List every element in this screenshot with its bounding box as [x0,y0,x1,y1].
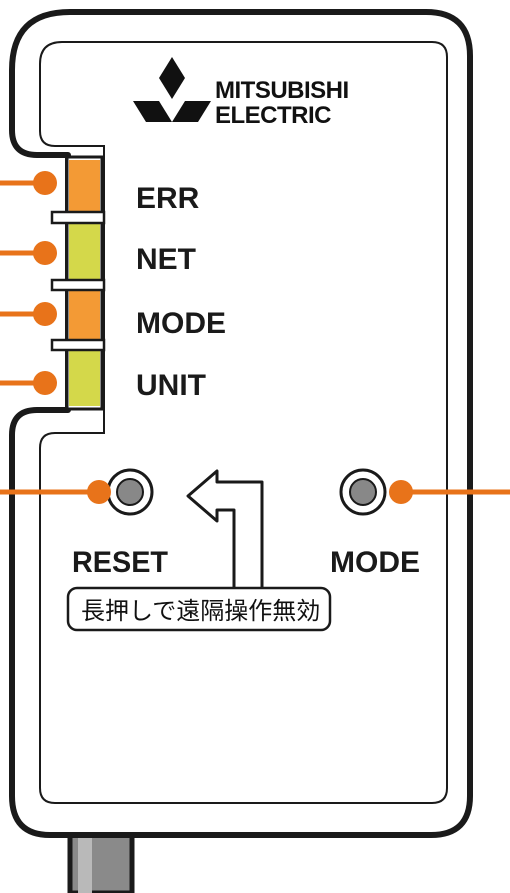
mode-pointer-dot [389,480,413,504]
device-inner-outline [39,41,448,804]
three-diamonds-icon [133,57,211,122]
hook-arrow-outline [186,469,264,616]
note-box [66,586,332,632]
led-separators [50,210,106,352]
led-label-unit: UNIT [136,369,206,402]
brand-line-2: ELECTRIC [215,102,331,129]
mode-button-label: MODE [330,546,420,579]
note-text: 長押しで遠隔操作無効 [81,597,320,625]
device-body [9,9,473,838]
reset-pointer-dot [87,480,111,504]
mode-button[interactable] [339,468,387,516]
led-pointers [0,171,57,395]
led-label-err: ERR [136,182,200,215]
led-err [69,160,100,212]
led-unit [69,350,100,406]
reset-label: RESET [72,546,168,579]
brand-line-1: MITSUBISHI [215,77,349,104]
led-net [69,223,100,280]
cable [67,829,135,893]
led-label-net: NET [136,243,196,276]
led-label-mode: MODE [136,307,226,340]
reset-button[interactable] [106,468,154,516]
led-mode [69,290,100,340]
